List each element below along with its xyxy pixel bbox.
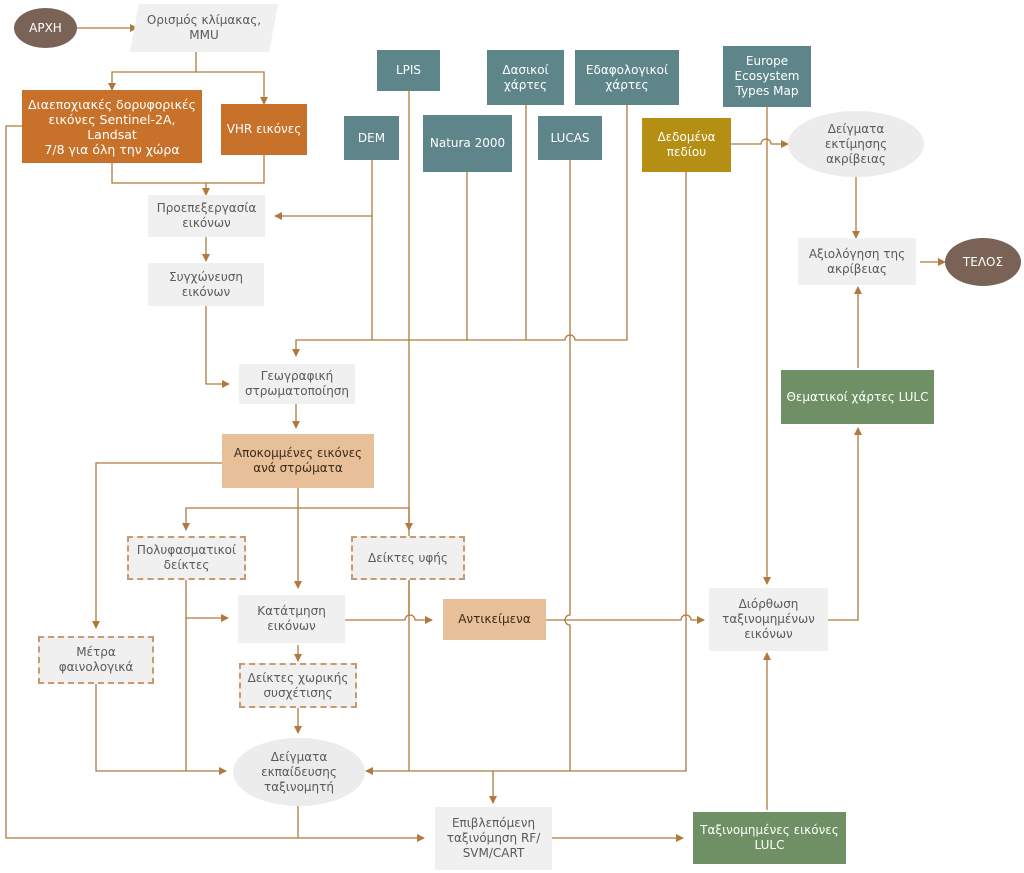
supervised-classification-node: Επιβλεπόμενη ταξινόμηση RF/ SVM/CART: [435, 807, 552, 870]
classified-images-node: Ταξινομημένες εικόνες LULC: [693, 812, 846, 864]
edge-vhr-preprocess: [206, 155, 265, 184]
natura-2000-node: Natura 2000: [423, 115, 512, 172]
edge-scale-vhr: [196, 71, 268, 105]
scale-mmu-node: Ορισμός κλίμακας, MMU: [130, 4, 278, 52]
edge-scale-split: [108, 52, 197, 91]
clipped-images-node: Αποκομμένες εικόνες ανά στρώματα: [222, 434, 374, 488]
edge-clipped-branch: [182, 488, 299, 531]
correction-node: Διόρθωση ταξινομημένων εικόνων: [709, 588, 828, 651]
europe-ecosystem-node: Europe Ecosystem Types Map: [723, 46, 811, 107]
edge-sentinel-supervised: [5, 125, 425, 842]
thematic-maps-node: Θεματικοί χάρτες LULC: [781, 370, 934, 424]
objects-node: Αντικείμενα: [443, 599, 546, 640]
edge-multispectral-seg: [185, 580, 229, 622]
phenology-measures-node: Μέτρα φαινολογικά: [38, 636, 154, 684]
multispectral-indices-node: Πολυφασματικοί δείκτες: [127, 536, 246, 580]
edge-field-training: [365, 172, 687, 775]
soil-maps-node: Εδαφολογικοί χάρτες: [575, 50, 679, 105]
edge-fusion-strat: [205, 306, 230, 388]
edge-lucas-training: [564, 160, 571, 771]
segmentation-node: Κατάτμηση εικόνων: [238, 595, 345, 643]
edge-clipped-texture: [298, 507, 413, 531]
edge-seg-objects: [345, 614, 433, 624]
accuracy-eval-node: Αξιολόγηση της ακρίβειας: [798, 238, 916, 285]
preprocess-node: Προεπεξεργασία εικόνων: [148, 195, 265, 237]
end-node: ΤΕΛΟΣ: [945, 238, 1021, 286]
sentinel-landsat-node: Διαεποχιακές δορυφορικές εικόνες Sentine…: [22, 90, 202, 163]
vhr-images-node: VHR εικόνες: [221, 104, 307, 155]
fusion-node: Συγχώνευση εικόνων: [148, 263, 264, 306]
edge-field-samples: [731, 138, 789, 148]
training-samples-node: Δείγματα εκπαίδευσης ταξινομητή: [233, 738, 365, 806]
lucas-node: LUCAS: [538, 116, 602, 160]
start-node: ΑΡΧΗ: [14, 8, 77, 48]
lpis-node: LPIS: [377, 50, 440, 91]
edge-correction-thematic: [828, 427, 862, 621]
accuracy-samples-node: Δείγματα εκτίμησης ακρίβειας: [788, 111, 924, 177]
edge-sentinel-preprocess: [111, 163, 210, 196]
edge-clipped-phenology: [92, 462, 222, 629]
stratification-node: Γεωγραφική στρωματοποίηση: [239, 364, 355, 404]
edge-phenology-training: [95, 684, 227, 775]
edge-objects-correction: [546, 614, 705, 624]
edge-dem-preprocess: [274, 160, 373, 220]
dem-node: DEM: [344, 116, 399, 160]
spatial-correlation-node: Δείκτες χωρικής συσχέτισης: [239, 663, 357, 708]
forest-maps-node: Δασικοί χάρτες: [487, 50, 564, 105]
texture-indices-node: Δείκτες υφής: [351, 536, 465, 580]
field-data-node: Δεδομένα πεδίου: [642, 118, 731, 172]
